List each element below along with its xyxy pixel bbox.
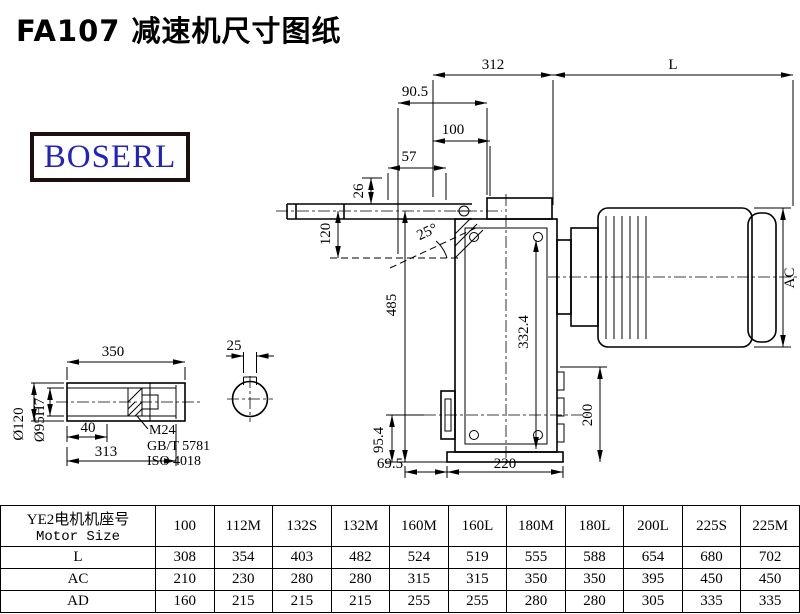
table-cell: 280	[564, 590, 625, 613]
table-cell: 315	[389, 568, 449, 591]
table-cell: 230	[213, 568, 274, 591]
table-cell: 200L	[623, 505, 683, 547]
logo-text: BOSERL	[43, 138, 177, 175]
table-header-row: YE2电机机座号 Motor Size 100 112M 132S 132M 1…	[0, 505, 800, 547]
dim-350-label: 350	[102, 344, 125, 360]
table-cell: 335	[681, 590, 742, 613]
dim-26-label: 26	[351, 183, 367, 199]
dim-95-4-label: 95.4	[371, 426, 387, 453]
shaft-end-view	[227, 376, 273, 422]
gearbox-housing	[440, 197, 565, 463]
table-cell: 215	[213, 590, 274, 613]
dim-332-4-label: 332.4	[516, 315, 532, 349]
table-cell: 305	[623, 590, 683, 613]
table-cell: 702	[740, 546, 800, 569]
table-cell: 588	[564, 546, 625, 569]
table-cell: 280	[272, 568, 332, 591]
motor-body	[597, 207, 753, 348]
boserl-logo: BOSERL	[30, 132, 190, 182]
table-cell: 350	[564, 568, 625, 591]
technical-drawing: 312 L 90.5 100 57 26 120 25° 485 332.4 A…	[11, 57, 798, 478]
dim-AC-label: AC	[782, 268, 798, 289]
dim-120-label: 120	[318, 223, 334, 246]
centerlines	[276, 194, 798, 468]
dim-485-label: 485	[384, 294, 400, 317]
table-cell: 255	[447, 590, 508, 613]
motor-size-header-en: Motor Size	[35, 528, 120, 545]
table-cell: 210	[155, 568, 215, 591]
table-row-L: L 308 354 403 482 524 519 555 588 654 68…	[0, 546, 800, 569]
table-cell: 354	[213, 546, 274, 569]
table-cell: 280	[506, 590, 566, 613]
table-cell: 680	[681, 546, 742, 569]
table-row-AD: AD 160 215 215 215 255 255 280 280 305 3…	[0, 590, 800, 613]
table-cell: 180L	[564, 505, 625, 547]
page-title: FA107 减速机尺寸图纸	[16, 14, 342, 48]
dim-220-label: 220	[494, 456, 517, 472]
table-cell: 132S	[272, 505, 332, 547]
table-cell: 112M	[213, 505, 274, 547]
main-view: 312 L 90.5 100 57 26 120 25° 485 332.4 A…	[276, 57, 798, 478]
note-gbt5781: GB/T 5781	[147, 439, 210, 454]
note-m24: M24	[149, 423, 175, 438]
dim-25-label: 25	[227, 338, 242, 354]
table-cell: 395	[623, 568, 683, 591]
motor-size-header-cn: YE2电机机座号	[26, 511, 130, 528]
table-cell: 450	[681, 568, 742, 591]
table-cell: 160	[155, 590, 215, 613]
table-cell: 160M	[389, 505, 449, 547]
table-cell: 335	[740, 590, 800, 613]
input-shaft	[286, 203, 472, 220]
dim-40-label: 40	[81, 420, 96, 436]
table-cell: 519	[447, 546, 508, 569]
table-cell: 255	[389, 590, 449, 613]
table-cell: 482	[330, 546, 391, 569]
table-cell: 450	[740, 568, 800, 591]
dim-dia120-label: Ø120	[11, 407, 27, 440]
table-cell: 524	[389, 546, 449, 569]
dim-L-label: L	[668, 57, 677, 73]
table-cell: 308	[155, 546, 215, 569]
hollow-shaft-end	[440, 390, 456, 440]
table-cell: 225M	[740, 505, 800, 547]
m24-bolt	[141, 394, 159, 410]
dim-57-label: 57	[402, 149, 418, 165]
dim-100-label: 100	[442, 122, 465, 138]
dim-312-label: 312	[482, 57, 505, 73]
motor	[556, 207, 777, 348]
table-cell: 280	[330, 568, 391, 591]
table-cell: 555	[506, 546, 566, 569]
motor-size-table: YE2电机机座号 Motor Size 100 112M 132S 132M 1…	[0, 505, 800, 613]
table-cell: 654	[623, 546, 683, 569]
shaft-detail-view: 350 40 313 Ø120 Ø95H7 25 M24 GB/T 5781 I…	[11, 338, 274, 469]
table-cell: 225S	[681, 505, 742, 547]
table-cell: 215	[272, 590, 332, 613]
table-cell: 350	[506, 568, 566, 591]
motor-size-header: YE2电机机座号 Motor Size	[0, 505, 156, 547]
table-cell: 215	[330, 590, 391, 613]
dim-25deg-label: 25°	[414, 221, 440, 244]
motor-fan-cover	[747, 212, 777, 343]
dim-313-label: 313	[95, 444, 118, 460]
table-cell: 100	[155, 505, 215, 547]
motor-fins	[605, 216, 647, 339]
shaft-internals	[67, 383, 177, 430]
table-cell: 160L	[447, 505, 508, 547]
table-cell: 180M	[506, 505, 566, 547]
hollow-shaft-section	[66, 382, 186, 422]
row-label-AD: AD	[0, 590, 156, 613]
table-cell: 132M	[330, 505, 391, 547]
dim-69-5-label: 69.5	[377, 456, 403, 472]
row-label-L: L	[0, 546, 156, 569]
dim-dia95h7-label: Ø95H7	[32, 397, 48, 442]
hatch-lines	[454, 217, 484, 259]
dim-90-5-label: 90.5	[402, 84, 428, 100]
row-label-AC: AC	[0, 568, 156, 591]
table-cell: 315	[447, 568, 508, 591]
dim-200-label: 200	[580, 404, 596, 427]
m24-leader	[136, 415, 149, 430]
note-iso4018: ISO 4018	[147, 454, 201, 469]
table-row-AC: AC 210 230 280 280 315 315 350 350 395 4…	[0, 568, 800, 591]
table-cell: 403	[272, 546, 332, 569]
